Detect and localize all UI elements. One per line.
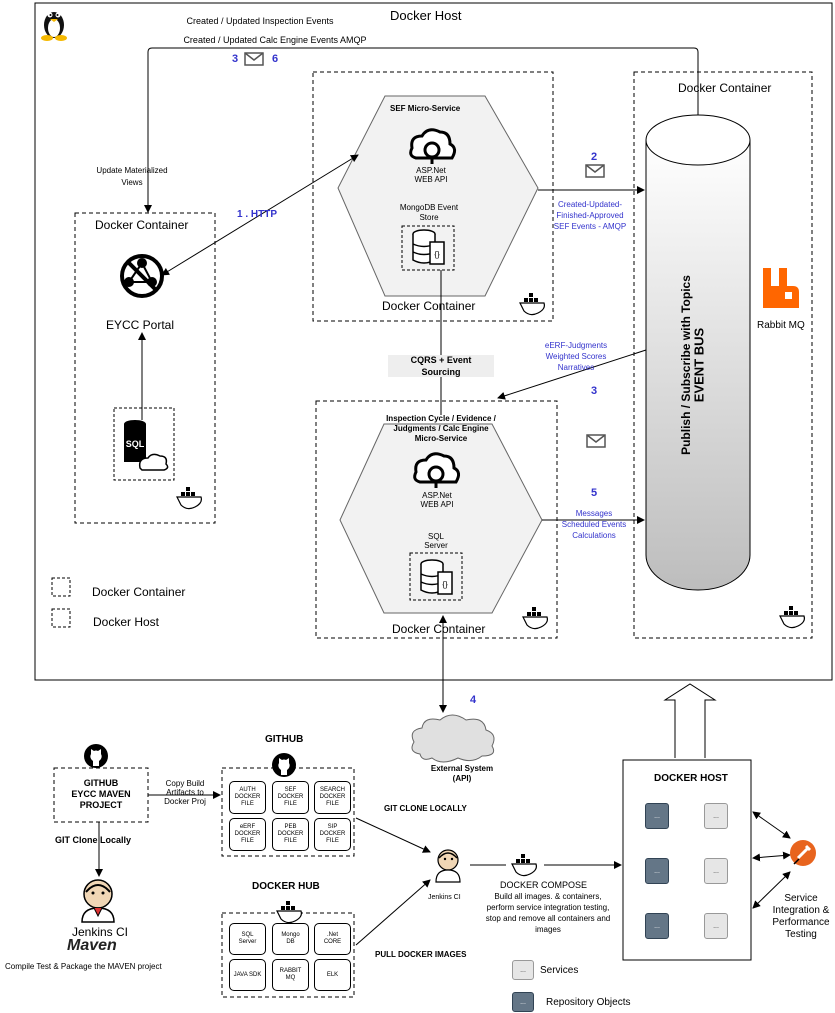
bus-container-label: Docker Container (678, 81, 772, 95)
docker-whale-icon (276, 901, 302, 924)
image-rabbitmq[interactable]: RABBIT MQ (272, 959, 309, 991)
msg2-text: Created-Updated- Finished-Approved SEF E… (553, 200, 627, 231)
portal-icon (120, 254, 164, 298)
jenkins-left-name: Jenkins CI (71, 925, 129, 939)
inspection-container-label: Docker Container (392, 622, 486, 636)
pull-images-label: PULL DOCKER IMAGES (375, 950, 467, 959)
sef-api-label: ASP.Net WEB API (414, 166, 448, 184)
github-icon-repo (272, 753, 296, 777)
compose-description: Build all images. & containers, perform … (485, 892, 611, 934)
legend-container-label: Docker Container (92, 585, 186, 599)
docker-whale-icon (519, 293, 545, 316)
msg5-number: 5 (591, 487, 598, 499)
service-object[interactable]: ... (704, 858, 728, 884)
svg-text:{}: {} (434, 250, 440, 259)
github-icon-project (84, 744, 108, 768)
legend-repo-swatch: ... (512, 992, 534, 1012)
jenkins-icon-mid (435, 849, 461, 883)
portal-name[interactable]: EYCC Portal (106, 318, 175, 332)
docker-host-title: Docker Host (390, 8, 462, 23)
docker-hub-title: DOCKER HUB (252, 881, 320, 892)
image-elk[interactable]: ELK (314, 959, 351, 991)
sql-database-icon: SQL (124, 420, 169, 471)
git-clone-label: GIT Clone Locally (55, 835, 132, 845)
legend-service-swatch: ... (512, 960, 534, 980)
dockerfile-peb[interactable]: PEB DOCKER FILE (272, 818, 309, 851)
amqp-number-6: 6 (272, 53, 279, 65)
rabbitmq-label: Rabbit MQ (757, 320, 805, 331)
amqp-label-line1: Created / Updated Inspection Events (186, 16, 334, 26)
docker-whale-icon (176, 487, 202, 510)
dockerfile-auth[interactable]: AUTH DOCKER FILE (229, 781, 266, 814)
docker-host-box-title: DOCKER HOST (654, 773, 728, 784)
web-api-icon-sef (409, 128, 457, 164)
docker-whale-icon (779, 606, 805, 629)
dockerfile-sef[interactable]: SEF DOCKER FILE (272, 781, 309, 814)
update-views-label: Update Materialized Views (96, 166, 168, 187)
compose-title: DOCKER COMPOSE (500, 880, 588, 890)
amqp-label-line2: Created / Updated Calc Engine Events AMQ… (183, 35, 367, 45)
image-sql-server[interactable]: SQL Server (229, 923, 266, 955)
inspection-api-label: ASP.Net WEB API (420, 491, 454, 509)
event-store-icon: {} (412, 229, 445, 265)
service-object[interactable]: ... (704, 913, 728, 939)
msg3-number: 3 (591, 385, 598, 397)
event-bus-title: EVENT BUS (691, 327, 707, 403)
sql-server-icon: {} (420, 559, 453, 595)
testing-label: Service Integration & Performance Testin… (772, 893, 830, 940)
image-netcore[interactable]: .Net CORE (314, 923, 351, 955)
msg2-number: 2 (591, 151, 598, 163)
rabbitmq-icon (763, 268, 799, 308)
docker-whale-icon (511, 854, 537, 877)
jenkins-icon-left (81, 879, 115, 923)
repo-object[interactable]: ... (645, 913, 669, 939)
cloud-icon (411, 714, 495, 763)
jenkins-mid-name: Jenkins CI (428, 894, 461, 901)
github-project-title[interactable]: GITHUB EYCC MAVEN PROJECT (71, 778, 131, 810)
external-number: 4 (470, 694, 477, 706)
sef-container-label: Docker Container (382, 299, 476, 313)
amqp-number-3: 3 (232, 53, 239, 65)
dockerfile-search[interactable]: SEARCH DOCKER FILE (314, 781, 351, 814)
service-object[interactable]: ... (704, 803, 728, 829)
docker-whale-icon (522, 607, 548, 630)
envelope-icon-3 (586, 434, 606, 448)
git-clone-locally-label: GIT CLONE LOCALLY (384, 804, 467, 813)
legend-repo-label: Repository Objects (546, 997, 631, 1008)
legend-services-label: Services (540, 965, 579, 976)
github-repo-title: GITHUB (265, 734, 304, 745)
event-bus-subtitle: Publish / Subscribe with Topics (679, 275, 693, 455)
linux-icon (41, 12, 67, 41)
svg-text:{}: {} (442, 580, 448, 589)
dockerfile-sip[interactable]: SIP DOCKER FILE (314, 818, 351, 851)
dockerfile-eerf[interactable]: eERF DOCKER FILE (229, 818, 266, 851)
legend-host-label: Docker Host (93, 615, 160, 629)
test-tool-icon (790, 840, 816, 866)
inspection-db-label: SQL Server (424, 532, 448, 550)
external-label: External System (API) (430, 764, 494, 783)
msg3-text: eERF-Judgments Weighted Scores Narrative… (544, 341, 608, 372)
image-mongodb[interactable]: Mongo DB (272, 923, 309, 955)
sef-store-label: MongoDB Event Store (399, 203, 459, 222)
maven-logo-text: Maven (67, 937, 117, 954)
docker-host-frame (34, 2, 833, 681)
cqrs-label: CQRS + Event Sourcing (410, 355, 472, 377)
copy-artifacts-label: Copy Build Artifacts to Docker Proj (164, 779, 206, 806)
maven-caption: Compile Test & Package the MAVEN project (5, 962, 162, 971)
sef-title: SEF Micro-Service (390, 104, 461, 113)
envelope-icon-2 (585, 164, 605, 178)
repo-object[interactable]: ... (645, 803, 669, 829)
image-java-sdk[interactable]: JAVA SDK (229, 959, 266, 991)
portal-container-label: Docker Container (95, 218, 189, 232)
envelope-icon-top (244, 52, 264, 66)
msg5-text: Messages Scheduled Events Calculations (561, 509, 627, 540)
http-label: 1 . HTTP (237, 209, 278, 220)
repo-object[interactable]: ... (645, 858, 669, 884)
web-api-icon-inspection (413, 452, 461, 488)
inspection-title: Inspection Cycle / Evidence / Judgments … (386, 414, 496, 443)
svg-text:SQL: SQL (126, 439, 145, 449)
